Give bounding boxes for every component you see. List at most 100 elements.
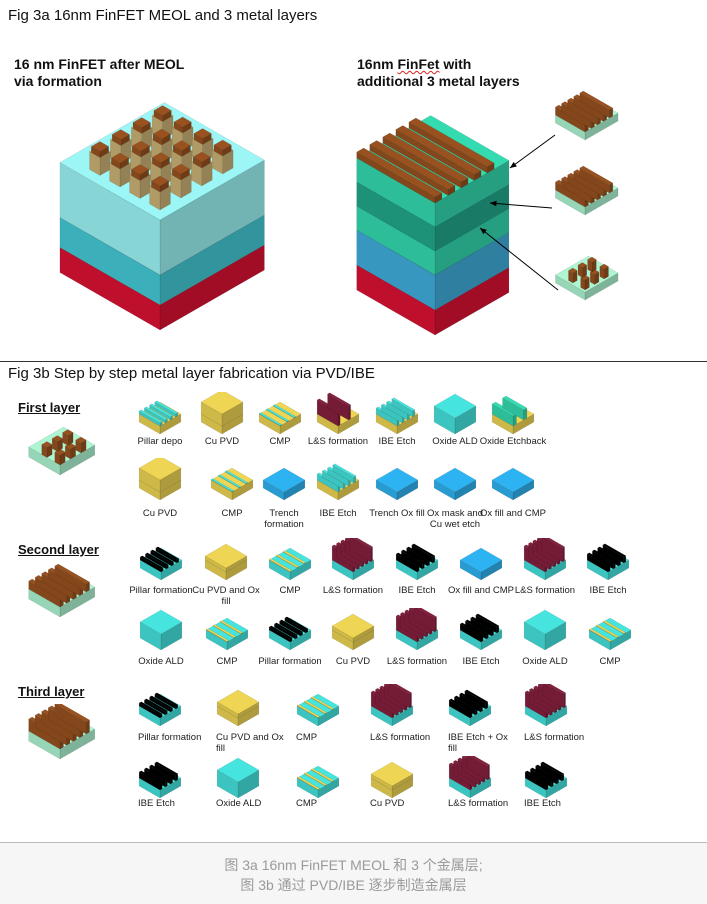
fig3a-illustrations — [59, 90, 619, 336]
step-thumbnail — [433, 393, 477, 435]
layer-metal-line — [54, 704, 87, 735]
step-thumbnail — [370, 684, 414, 727]
step-label: CMP — [269, 436, 291, 447]
resist-line — [327, 392, 352, 407]
right-heading-word: FinFet — [397, 56, 440, 72]
step-label: CMP — [296, 732, 318, 743]
step-label: Cu PVD — [335, 656, 371, 667]
step-thumbnail — [523, 609, 567, 651]
arrow-head — [479, 227, 488, 235]
callout-arrow — [489, 202, 553, 209]
callout-pillar — [587, 256, 597, 263]
step-label: CMP — [221, 508, 243, 519]
finfet-meol-cube — [59, 102, 265, 331]
left-heading-line2: via formation — [14, 73, 102, 89]
arrow-head — [489, 200, 497, 207]
via-cap — [173, 116, 192, 128]
callout-pillar — [577, 262, 588, 268]
cmp-stripe — [310, 768, 335, 782]
cmp-stripe — [296, 704, 321, 718]
step-thumbnail — [370, 761, 414, 799]
via-cap — [171, 163, 191, 175]
callout-metal-line — [579, 165, 614, 186]
step-thumbnail — [296, 765, 340, 799]
fin — [464, 689, 489, 704]
section-divider — [0, 361, 707, 362]
cmp-stripe — [217, 474, 242, 488]
via-cap — [131, 140, 151, 152]
step-label: Pillar formation — [258, 656, 322, 667]
step-label: Cu PVD and Ox fill — [192, 585, 260, 607]
resist-line — [487, 764, 490, 781]
top-metal-line — [356, 147, 443, 198]
fin — [139, 555, 164, 570]
cmp-stripe — [268, 558, 293, 572]
resist-line — [562, 546, 565, 563]
resist-line — [466, 756, 488, 781]
cmp-stripe — [275, 554, 300, 568]
step-thumbnail — [523, 538, 567, 581]
layer-pillar — [41, 441, 53, 448]
step-label: L&S formation — [524, 732, 585, 743]
fin — [268, 625, 293, 640]
cmp-stripe — [224, 470, 249, 484]
layer-heading: Second layer — [18, 542, 99, 557]
resist-line — [544, 538, 566, 549]
via-cap — [132, 117, 151, 128]
step-base — [459, 547, 503, 573]
layer-thumbnail — [28, 563, 96, 618]
step-label: IBE Etch — [378, 436, 416, 447]
cmp-stripe — [272, 404, 297, 418]
resist-line — [413, 608, 435, 633]
fin — [143, 698, 168, 713]
fin — [138, 701, 163, 716]
step-base — [433, 467, 477, 493]
step-label: Pillar depo — [137, 436, 183, 447]
step-thumbnail — [448, 689, 492, 727]
step-label: CMP — [279, 585, 301, 596]
copper-film — [216, 689, 260, 715]
step-thumbnail — [204, 543, 248, 581]
fin — [284, 616, 309, 631]
step-label: Trench formation — [264, 508, 304, 530]
step-label: Cu PVD — [370, 798, 405, 809]
step-thumbnail — [139, 546, 183, 581]
step-thumbnail — [459, 613, 503, 651]
step-label: L&S formation — [448, 798, 509, 809]
step-base — [139, 609, 183, 635]
layer-thumbnail — [28, 426, 96, 476]
via-cap — [193, 128, 212, 139]
cmp-stripe — [265, 408, 290, 422]
step-label: Ox fill and CMP — [480, 508, 546, 519]
step-label: IBE Etch — [138, 798, 175, 809]
right-heading: 16nm FinFet with additional 3 metal laye… — [357, 56, 520, 90]
callout-metal-line — [579, 90, 614, 111]
fin — [149, 403, 174, 418]
resist-line — [409, 692, 412, 709]
cmp-stripe — [282, 550, 307, 564]
via-cap — [110, 152, 130, 164]
step-label: Pillar formation — [138, 732, 202, 743]
fin — [273, 622, 298, 637]
copper-film — [200, 392, 244, 415]
via-cap — [192, 151, 211, 163]
layer-thumbnail — [28, 704, 96, 760]
fin — [150, 549, 175, 564]
cmp-stripe — [303, 700, 328, 714]
resist-line — [348, 404, 351, 421]
step-label: Cu PVD — [142, 508, 178, 519]
fin — [155, 546, 180, 561]
cmp-stripe — [595, 624, 620, 638]
step-thumbnail — [138, 400, 182, 435]
cmp-stripe — [212, 624, 237, 638]
arrow-head — [509, 161, 518, 169]
fin — [154, 692, 179, 707]
step-label: CMP — [296, 798, 318, 809]
fin — [540, 761, 565, 776]
resist-line — [370, 546, 373, 563]
copper-film — [138, 458, 182, 481]
step-base — [375, 467, 419, 493]
step-thumbnail — [210, 467, 254, 501]
via-cap — [90, 141, 110, 152]
resist-line — [352, 538, 374, 549]
